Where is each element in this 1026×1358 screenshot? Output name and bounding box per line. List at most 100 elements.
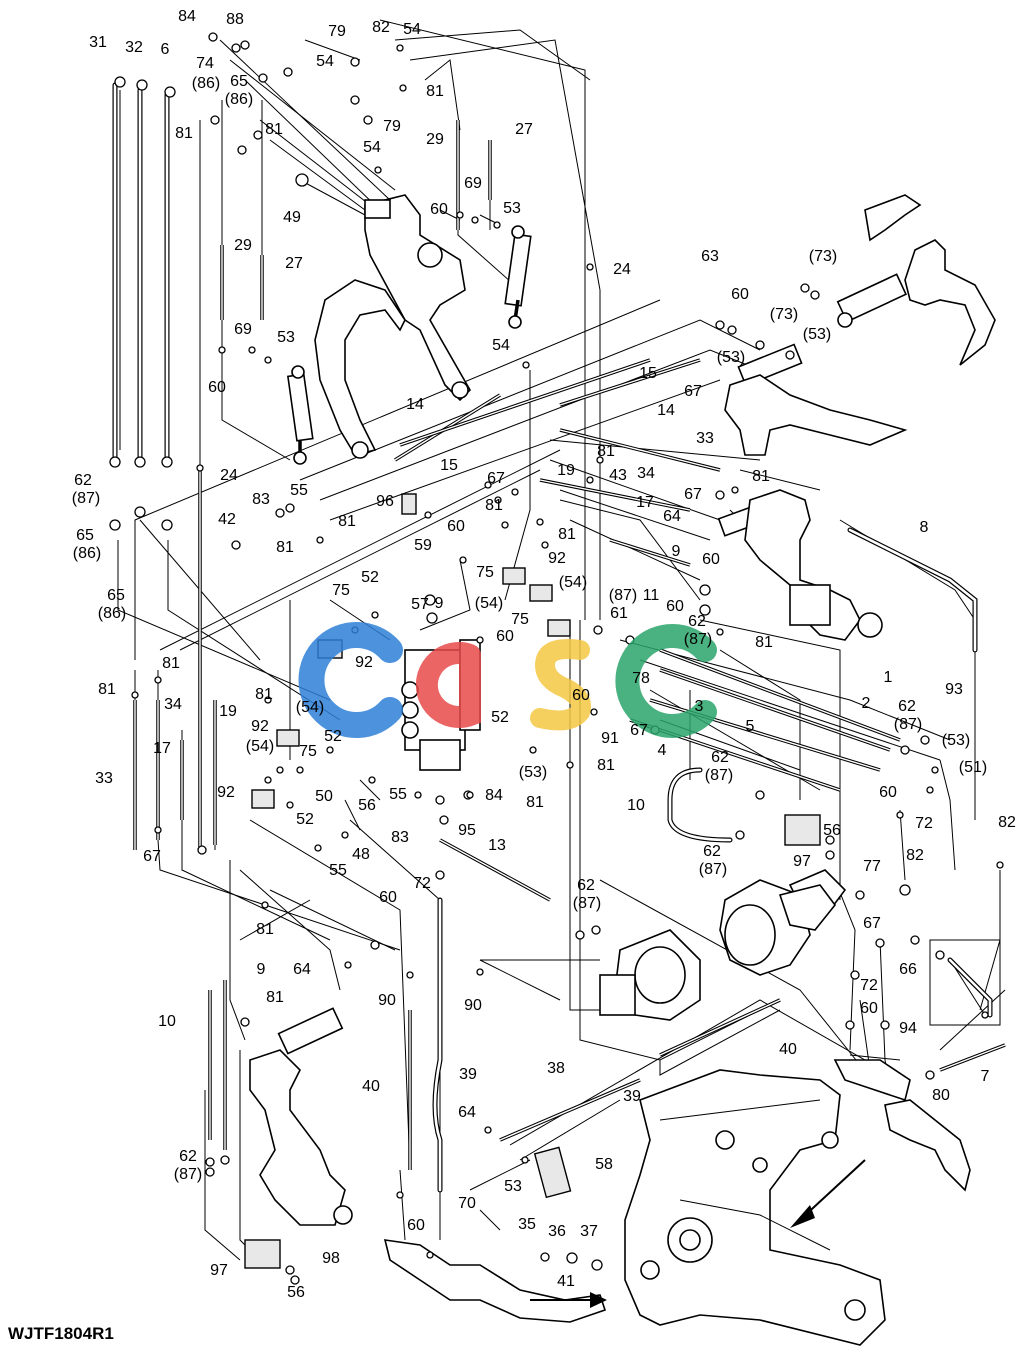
callout-label: 92 [251,718,269,735]
callout-label: 64 [663,508,681,525]
cylinder-lower-left [277,1007,344,1055]
callout-label: (54) [296,699,324,716]
callout-label: (86) [73,545,101,562]
callout-label: 62 [179,1148,197,1165]
callout-label: 67 [630,722,648,739]
callout-label: 5 [746,718,755,735]
callout-label: 81 [755,634,773,651]
callout-label: 92 [217,784,235,801]
callout-label: 57 [411,596,429,613]
callout-label: 62 [688,613,706,630]
callout-label: (53) [519,764,547,781]
callout-label: 81 [597,443,615,460]
callout-label: 60 [879,784,897,801]
callout-label: 62 [74,472,92,489]
callout-label: 15 [440,457,458,474]
drum-motor-lower [599,929,701,1021]
callout-label: 55 [389,786,407,803]
callout-label: 98 [322,1250,340,1267]
module-92-f [251,789,275,809]
callout-label: 64 [458,1104,476,1121]
callout-label: 40 [362,1078,380,1095]
callout-label: 97 [793,853,811,870]
callout-label: 33 [696,430,714,447]
callout-label: (87) [174,1166,202,1183]
callout-label: 56 [823,822,841,839]
callout-label: 92 [548,550,566,567]
watermark-letter-a [415,642,481,728]
callout-label: 9 [257,961,266,978]
callout-label: 81 [597,757,615,774]
callout-label: 60 [208,379,226,396]
callout-label: 82 [998,814,1016,831]
callout-label: 55 [329,862,347,879]
callout-label: 53 [504,1178,522,1195]
callout-label: 41 [557,1273,575,1290]
callout-label: 77 [863,858,881,875]
callout-label: 24 [220,467,238,484]
callout-label: 80 [932,1087,950,1104]
callout-label: 62 [703,843,721,860]
callout-label: (87) [699,861,727,878]
callout-label: 19 [219,703,237,720]
callout-label: (53) [942,732,970,749]
callout-label: 34 [164,696,182,713]
callout-label: 88 [226,11,244,28]
callout-label: (54) [475,595,503,612]
callout-label: (87) [573,895,601,912]
callout-label: 50 [315,788,333,805]
callout-label: 72 [413,875,431,892]
callout-label: 81 [255,686,273,703]
callout-label: 61 [610,605,628,622]
callout-label: 60 [447,518,465,535]
callout-label: 56 [358,797,376,814]
callout-label: 27 [515,121,533,138]
callout-label: 29 [234,237,252,254]
callout-label: 60 [731,286,749,303]
callout-label: 70 [458,1195,476,1212]
callout-label: 75 [332,582,350,599]
callout-label: 42 [218,511,236,528]
watermark-letter-c2 [615,624,717,738]
callout-label: 17 [153,740,171,757]
knuckle-lower-right [833,1059,971,1192]
callout-label: 60 [407,1217,425,1234]
callout-label: 81 [266,989,284,1006]
callout-label: 15 [639,365,657,382]
callout-label: 33 [95,770,113,787]
callout-label: 34 [637,465,655,482]
watermark-letter-c [298,622,403,738]
callout-label: 14 [657,402,675,419]
callout-label: 81 [338,513,356,530]
callout-label: 36 [548,1223,566,1240]
callout-label: 32 [125,39,143,56]
callout-label: 24 [613,261,631,278]
valve-block-97-left [244,1239,281,1269]
callout-label: 60 [702,551,720,568]
callout-label: 2 [862,695,871,712]
callout-label: 97 [210,1262,228,1279]
callout-label: 53 [277,329,295,346]
callout-label: 52 [296,811,314,828]
callout-label: 58 [595,1156,613,1173]
callout-label: 90 [378,992,396,1009]
callout-label: 67 [684,486,702,503]
callout-label: 69 [234,321,252,338]
callout-label: 65 [230,73,248,90]
cylinder-right-top [836,273,908,328]
pedal-bracket [383,1239,607,1323]
module-92-a [502,567,526,585]
callout-label: 11 [643,587,660,604]
callout-label: 1 [884,669,893,686]
callout-label: 55 [290,482,308,499]
callout-label: 79 [328,23,346,40]
callout-label: 60 [430,201,448,218]
callout-label: (54) [559,574,587,591]
module-92-e [276,729,300,747]
callout-label: 27 [285,255,303,272]
arrow-41 [530,1292,607,1308]
callout-label: 72 [915,815,933,832]
callout-label: 39 [623,1088,641,1105]
callout-label: (86) [225,91,253,108]
